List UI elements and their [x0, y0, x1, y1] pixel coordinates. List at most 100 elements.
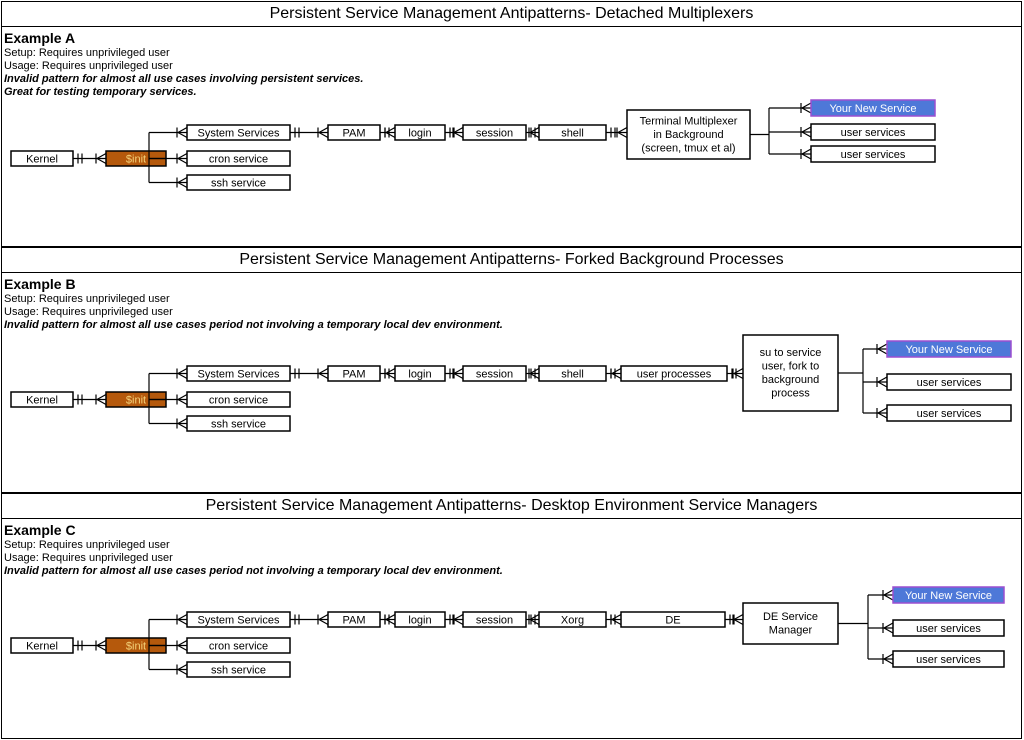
crows-foot-icon	[95, 152, 107, 165]
crows-foot-icon	[882, 589, 894, 601]
crows-foot-icon	[176, 663, 188, 676]
crows-foot-icon	[800, 148, 812, 160]
crows-foot-icon	[732, 367, 744, 380]
mandatory-one-icon	[294, 614, 300, 625]
mandatory-one-icon	[610, 127, 616, 138]
chain-box-label: session	[476, 369, 513, 381]
panel-title: Persistent Service Management Antipatter…	[2, 248, 1021, 273]
note-text: Invalid pattern for almost all use cases…	[4, 73, 364, 85]
chain-box-label: login	[408, 128, 431, 140]
user-services-box	[892, 650, 1005, 668]
crows-foot-icon	[528, 367, 540, 380]
chain-box-label: DE	[665, 615, 680, 627]
usage-text: Usage: Requires unprivileged user	[4, 60, 173, 72]
your-new-service-box-label: Your New Service	[829, 103, 916, 115]
mandatory-one-icon	[77, 640, 83, 651]
mandatory-one-icon	[294, 368, 300, 379]
mandatory-one-icon	[77, 153, 83, 164]
user-services-box-label: user services	[916, 654, 981, 666]
init-child-box	[186, 174, 291, 191]
your-new-service-box-label: Your New Service	[905, 344, 992, 356]
kernel-box-label: Kernel	[26, 154, 58, 166]
crows-foot-icon	[800, 102, 812, 114]
init-child-box-label: cron service	[209, 154, 268, 166]
panel-example-b: Persistent Service Management Antipatter…	[1, 247, 1022, 493]
crows-foot-icon	[882, 622, 894, 634]
chain-box-label: PAM	[342, 128, 365, 140]
init-child-box-label: ssh service	[211, 665, 266, 677]
manager-box-label: user, fork to	[762, 361, 819, 373]
crows-foot-icon	[384, 126, 396, 139]
user-services-box	[886, 373, 1012, 391]
chain-box-label: session	[476, 615, 513, 627]
setup-text: Setup: Requires unprivileged user	[4, 293, 170, 305]
crows-foot-icon	[876, 376, 888, 388]
usage-text: Usage: Requires unprivileged user	[4, 306, 173, 318]
crows-foot-icon	[610, 367, 622, 380]
user-services-box	[886, 404, 1012, 422]
user-services-box-label: user services	[841, 149, 906, 161]
manager-box-label: in Background	[653, 129, 723, 141]
crows-foot-icon	[176, 176, 188, 189]
user-services-box-label: user services	[917, 377, 982, 389]
crows-foot-icon	[610, 613, 622, 626]
crows-foot-icon	[452, 613, 464, 626]
manager-box-label: Manager	[769, 625, 813, 637]
init-child-box-label: ssh service	[211, 419, 266, 431]
crows-foot-icon	[384, 367, 396, 380]
crows-foot-icon	[95, 639, 107, 652]
user-services-box	[892, 619, 1005, 637]
your-new-service-box	[892, 586, 1005, 604]
init-child-box	[186, 661, 291, 678]
chain-box-label: session	[476, 128, 513, 140]
note-text: Invalid pattern for almost all use cases…	[4, 319, 503, 331]
note-text: Great for testing temporary services.	[4, 86, 197, 98]
manager-box-label: background	[762, 374, 820, 386]
example-name: Example C	[4, 522, 76, 538]
crows-foot-icon	[452, 367, 464, 380]
crows-foot-icon	[317, 126, 329, 139]
panel-title: Persistent Service Management Antipatter…	[2, 2, 1021, 27]
init-box-label: $init	[126, 154, 146, 166]
panel-example-c: Persistent Service Management Antipatter…	[1, 493, 1022, 739]
example-name: Example B	[4, 276, 76, 292]
crows-foot-icon	[176, 152, 188, 165]
chain-box-label: PAM	[342, 615, 365, 627]
setup-text: Setup: Requires unprivileged user	[4, 539, 170, 551]
crows-foot-icon	[176, 126, 188, 139]
chain-box-label: Xorg	[561, 615, 584, 627]
manager-box	[742, 334, 839, 412]
crows-foot-icon	[176, 613, 188, 626]
init-child-box	[186, 415, 291, 432]
crows-foot-icon	[876, 343, 888, 355]
setup-text: Setup: Requires unprivileged user	[4, 47, 170, 59]
kernel-box-label: Kernel	[26, 641, 58, 653]
init-child-box-label: System Services	[198, 369, 280, 381]
init-child-box	[186, 391, 291, 408]
crows-foot-icon	[176, 367, 188, 380]
kernel-box-label: Kernel	[26, 395, 58, 407]
chain-box-label: shell	[561, 128, 584, 140]
init-child-box	[186, 150, 291, 167]
user-services-box-label: user services	[841, 127, 906, 139]
user-services-box-label: user services	[916, 623, 981, 635]
user-services-box	[810, 145, 936, 163]
chain-box-label: user processes	[637, 369, 712, 381]
init-child-box	[186, 637, 291, 654]
crows-foot-icon	[384, 613, 396, 626]
crows-foot-icon	[528, 126, 540, 139]
crows-foot-icon	[95, 393, 107, 406]
crows-foot-icon	[317, 613, 329, 626]
manager-box-label: DE Service	[763, 611, 818, 623]
crows-foot-icon	[800, 126, 812, 138]
crows-foot-icon	[528, 613, 540, 626]
chain-box-label: shell	[561, 369, 584, 381]
crows-foot-icon	[176, 417, 188, 430]
init-box-label: $init	[126, 395, 146, 407]
chain-box-label: PAM	[342, 369, 365, 381]
usage-text: Usage: Requires unprivileged user	[4, 552, 173, 564]
example-name: Example A	[4, 30, 76, 46]
crows-foot-icon	[452, 126, 464, 139]
